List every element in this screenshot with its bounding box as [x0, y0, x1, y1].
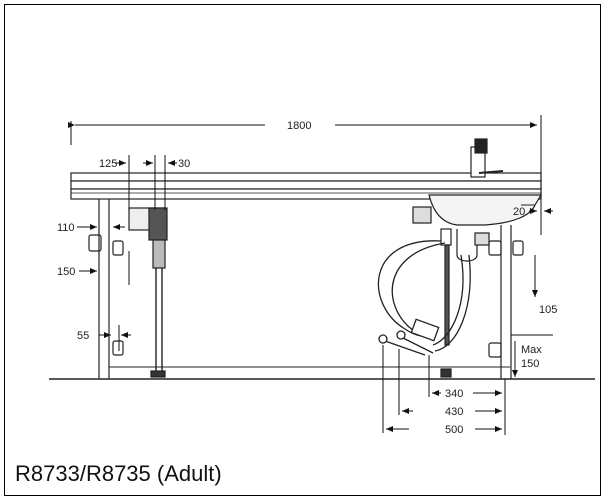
dim-55-label: 55	[77, 330, 89, 342]
left-leg	[88, 199, 510, 379]
figure-frame: 1800 125 30 110 150 55 20 105 Max 150 34…	[4, 4, 601, 496]
bench-sink-diagram: 1800 125 30 110 150 55 20 105 Max 150 34…	[49, 115, 595, 436]
waste-trap	[440, 228, 490, 378]
right-leg	[488, 204, 535, 379]
flexible-hoses	[377, 240, 471, 356]
dim-340-label: 340	[445, 388, 463, 400]
dim-150-left-label: 150	[57, 266, 75, 278]
sink-basin	[412, 194, 543, 226]
dim-110-label: 110	[57, 222, 75, 234]
dim-30-label: 30	[178, 158, 190, 170]
dim-max-value: 150	[521, 358, 539, 370]
dimension-lines	[68, 115, 553, 435]
dim-105-label: 105	[539, 304, 557, 316]
tap	[470, 138, 504, 178]
lifting-column	[128, 207, 168, 378]
dim-1800-label: 1800	[287, 120, 311, 132]
dim-max-label: Max	[521, 344, 542, 356]
dim-20-label: 20	[513, 206, 525, 218]
dim-500-label: 500	[445, 424, 463, 436]
dim-125-label: 125	[99, 158, 117, 170]
dim-430-label: 430	[445, 406, 463, 418]
figure-caption: R8733/R8735 (Adult)	[15, 461, 222, 486]
